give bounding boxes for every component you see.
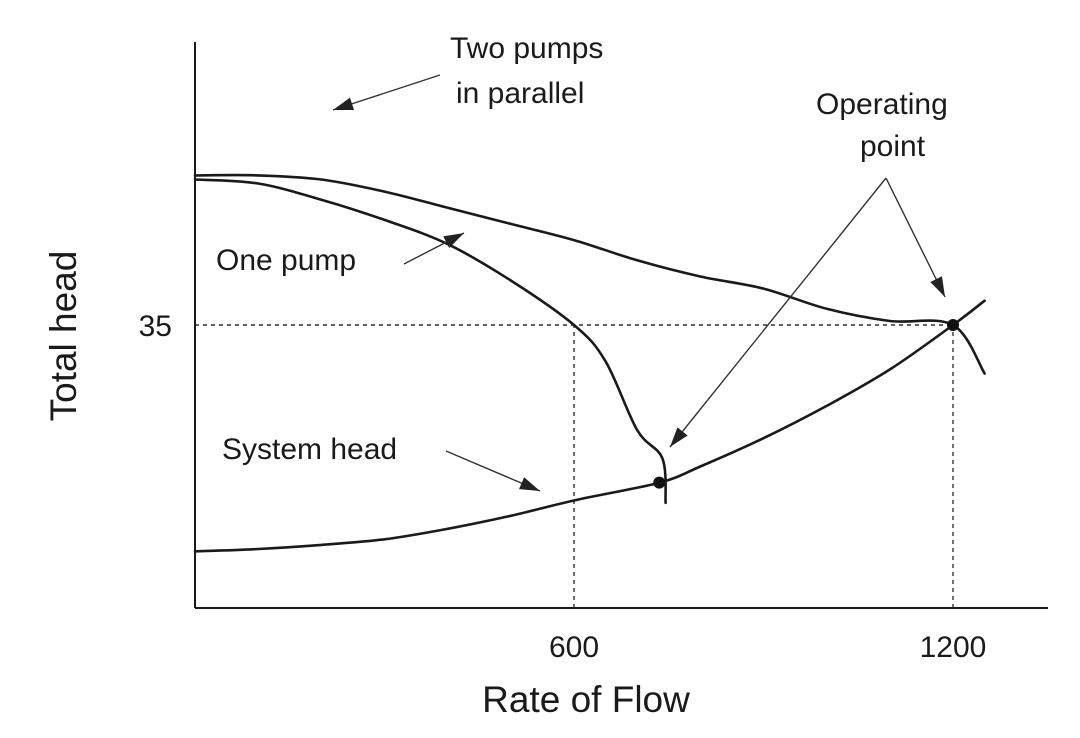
two-pumps-label-line2: in parallel [456, 77, 584, 110]
operating-point-label-line1: Operating [816, 88, 948, 121]
operating-point-marker [947, 319, 959, 331]
reference-lines [195, 324, 954, 608]
operating-point-arrow-1 [669, 177, 887, 448]
series-line-one-pump [193, 178, 667, 505]
one-pump-label: One pump [216, 244, 356, 277]
system-head-label: System head [222, 433, 397, 466]
y-axis-title: Total head [43, 251, 84, 422]
one-pump-arrow [403, 232, 465, 265]
operating-point-marker [653, 476, 666, 489]
two-pumps-label-line1: Two pumps [450, 32, 603, 65]
tick-labels: 600 1200 35 [139, 310, 987, 664]
series-curves [193, 173, 986, 553]
operating-point-arrow-2 [885, 177, 946, 298]
series-line-two-pumps [193, 173, 986, 375]
operating-point-markers [653, 319, 959, 489]
x-tick-label: 1200 [920, 631, 987, 664]
two-pumps-arrow [332, 74, 441, 111]
series-line-system-head [193, 299, 986, 553]
x-axis-title: Rate of Flow [482, 679, 690, 720]
axes [194, 42, 1048, 609]
x-tick-label: 600 [549, 631, 599, 664]
annotation-arrows [332, 74, 946, 492]
y-tick-label: 35 [139, 310, 172, 343]
operating-point-label-line2: point [860, 130, 926, 163]
system-head-arrow [445, 450, 541, 492]
